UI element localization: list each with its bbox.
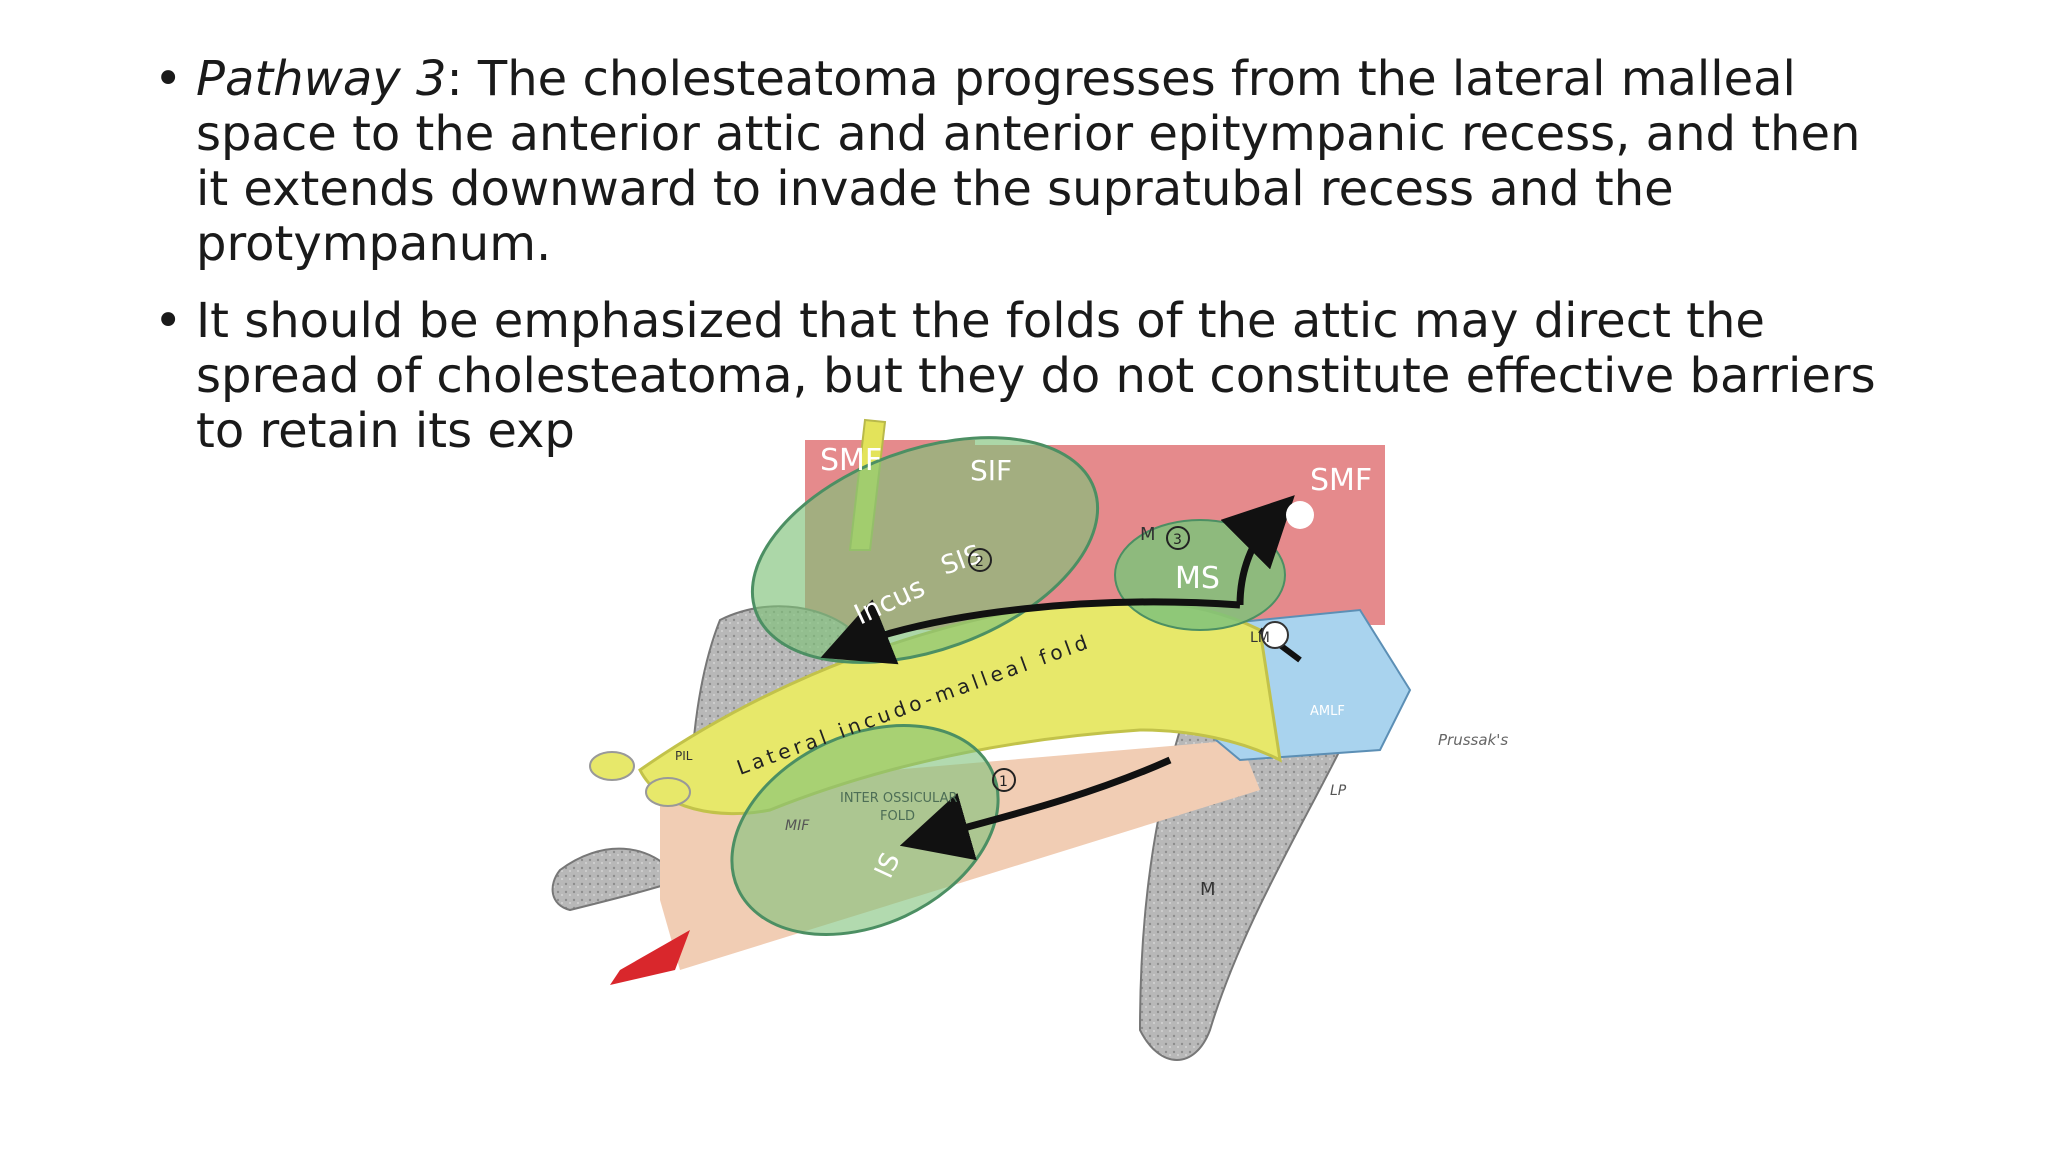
m-label-bottom: M (1200, 879, 1216, 900)
pathway-3-arrow (1220, 495, 1295, 606)
pathway-2-arrow (820, 598, 1241, 665)
bullet-dot: • (154, 293, 183, 349)
bullet-text: It should be emphasized that the folds o… (196, 293, 1876, 459)
lm-label: LM (1250, 630, 1270, 646)
smf-label-left: SMF (820, 443, 882, 478)
inter-ossicular-label-2: FOLD (880, 809, 915, 824)
stapes-area (551, 847, 682, 912)
pathway-1-marker (992, 768, 1016, 792)
bullet-emphasis: Pathway 3 (196, 51, 447, 107)
bullet-body: : The cholesteatoma progresses from the … (196, 51, 1861, 272)
pil-label: PIL (675, 749, 693, 763)
lp-label: LP (1330, 783, 1347, 799)
smf-label-right: SMF (1310, 463, 1372, 498)
pathway-3-marker (1166, 526, 1190, 550)
pathway-2-marker (968, 548, 992, 572)
pathway-3-number: 3 (1173, 532, 1182, 548)
bullet-list: • Pathway 3: The cholesteatoma progresse… (150, 52, 1950, 481)
m-label-top: M (1140, 524, 1156, 545)
sif-label: SIF (970, 454, 1012, 487)
pil-peg (645, 777, 691, 807)
pathway-1-arrow (899, 756, 1172, 861)
amlf-label: AMLF (1310, 704, 1345, 719)
attic-anatomy-illustration: SMF SMF SIF SIS Incus MS Lateral incudo-… (551, 418, 1508, 1061)
pil-peg (589, 751, 635, 781)
attic-anatomy-figure: SMF SMF SIF SIS Incus MS Lateral incudo-… (540, 410, 1590, 1090)
ms-label: MS (1175, 561, 1220, 596)
pathway-1-number: 1 (999, 774, 1008, 790)
pathway-origin-marker (1261, 621, 1289, 649)
bullet-item-pathway-3: • Pathway 3: The cholesteatoma progresse… (150, 52, 1950, 272)
inter-ossicular-label: INTER OSSICULAR (840, 791, 958, 806)
bullet-dot: • (154, 51, 183, 107)
pathway-2-number: 2 (975, 554, 984, 570)
smf-marker (1286, 501, 1314, 529)
mif-label: MIF (785, 818, 810, 834)
red-tip (610, 930, 690, 985)
prussak-label: Prussak's (1438, 731, 1508, 749)
is-space (730, 724, 1000, 936)
bullet-item-folds: • It should be emphasized that the folds… (150, 294, 1950, 459)
bullet-text: Pathway 3: The cholesteatoma progresses … (196, 52, 1876, 272)
